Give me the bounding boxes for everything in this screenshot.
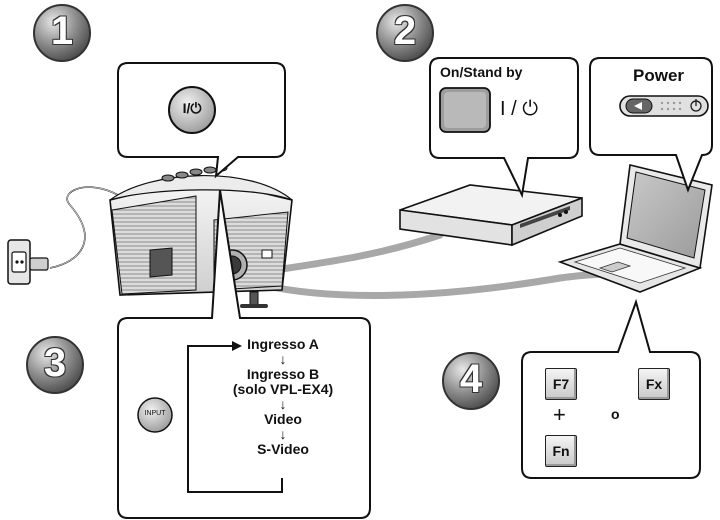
sequence-item: Video	[264, 411, 302, 427]
projector	[109, 164, 293, 308]
sequence-item: (solo VPL-EX4)	[232, 381, 334, 397]
sequence-arrow: ↓	[279, 426, 287, 442]
sequence-item: Ingresso B	[246, 366, 320, 382]
plus-sign: +	[553, 402, 566, 427]
callout-keys	[521, 298, 701, 479]
callout-laptop	[589, 57, 713, 193]
step-badge-2	[376, 4, 434, 62]
on-standby-symbol: I / ⏻	[500, 98, 539, 120]
video-device	[399, 184, 583, 247]
sequence-arrow: ↓	[279, 351, 287, 367]
input-sequence: Ingresso A ↓ Ingresso B (solo VPL-EX4) ↓…	[218, 337, 348, 457]
step-badge-3	[26, 336, 84, 394]
input-button[interactable]: INPUT	[144, 410, 166, 417]
wall-outlet	[7, 239, 49, 285]
or-label: o	[611, 406, 620, 422]
projector-power-button[interactable]: I/⏻	[182, 100, 202, 116]
cable-projector-device	[258, 231, 444, 276]
callout-device	[429, 57, 579, 199]
on-standby-title: On/Stand by	[440, 64, 523, 80]
step-number-2: 2	[393, 9, 417, 53]
sequence-item: Ingresso A	[247, 336, 319, 352]
sequence-item: S-Video	[257, 441, 309, 457]
fn-key[interactable]: Fn	[545, 435, 577, 467]
laptop	[557, 164, 713, 293]
fx-key[interactable]: Fx	[638, 368, 670, 400]
f7-key[interactable]: F7	[545, 368, 577, 400]
step-number-3: 3	[43, 341, 67, 385]
step-badge-1	[33, 4, 91, 62]
step-number-4: 4	[459, 357, 483, 401]
cable-projector-laptop	[258, 264, 644, 299]
sequence-arrow: ↓	[279, 396, 287, 412]
step-badge-4	[442, 352, 500, 410]
callout-input	[117, 189, 371, 519]
step-number-1: 1	[50, 9, 74, 53]
power-title: Power	[633, 66, 685, 85]
power-cord	[49, 186, 119, 269]
callout-power-projector	[117, 62, 286, 179]
